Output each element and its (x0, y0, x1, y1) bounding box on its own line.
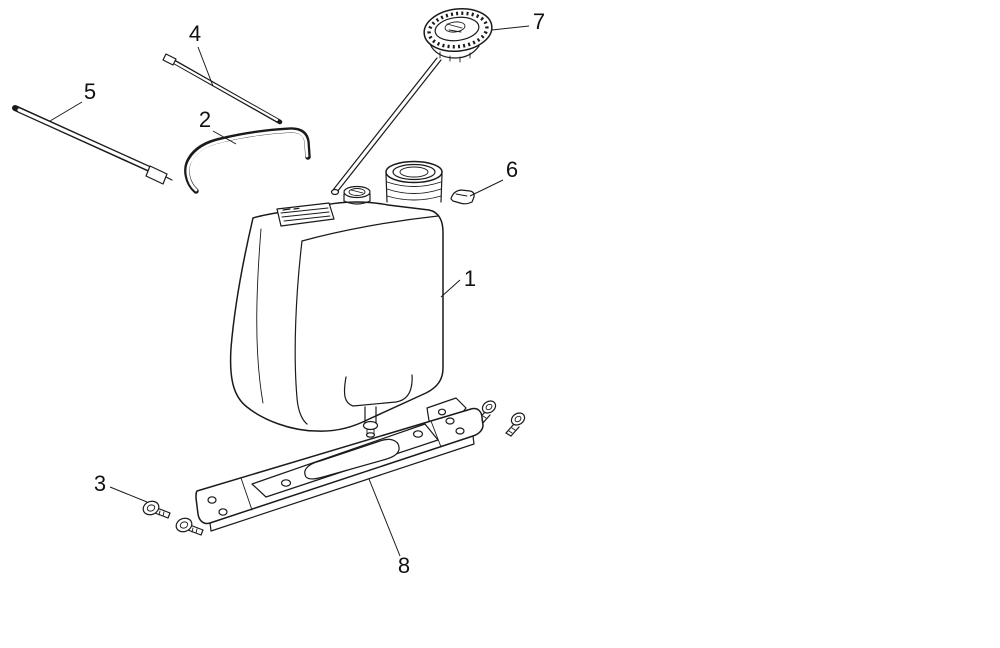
screw (175, 517, 204, 536)
screw (505, 412, 526, 437)
callout-4: 4 (189, 21, 201, 46)
callout-5-leader (49, 101, 83, 122)
callout-7-leader (491, 25, 530, 31)
cap-part-7 (330, 7, 493, 196)
screw (142, 500, 171, 519)
callout-3-leader (109, 486, 148, 503)
callout-labels: 1 2 3 4 5 6 7 8 (84, 9, 545, 578)
clip-part-6 (450, 189, 475, 205)
tank-part-1 (229, 160, 467, 438)
callout-8: 8 (398, 553, 410, 578)
callout-7: 7 (533, 9, 545, 34)
bracket-screws-left (142, 500, 204, 536)
filler-neck (385, 160, 443, 203)
callout-1: 1 (464, 266, 476, 291)
callout-6: 6 (506, 157, 518, 182)
vent-fitting (343, 185, 371, 205)
rod-part-5 (12, 105, 173, 185)
drain-fitting (362, 406, 379, 438)
callout-3: 3 (94, 471, 106, 496)
tank-label-plate (276, 202, 335, 227)
callout-5: 5 (84, 79, 96, 104)
callout-2: 2 (199, 107, 211, 132)
callout-2-leader (212, 130, 237, 145)
rod-part-4 (162, 53, 283, 125)
callout-4-leader (197, 46, 214, 87)
bracket-part-8 (195, 407, 484, 532)
callout-1-leader (440, 279, 461, 298)
callout-leaders (49, 25, 530, 557)
callout-6-leader (469, 179, 504, 197)
hose-part-2 (184, 127, 311, 194)
callout-8-leader (368, 478, 401, 557)
